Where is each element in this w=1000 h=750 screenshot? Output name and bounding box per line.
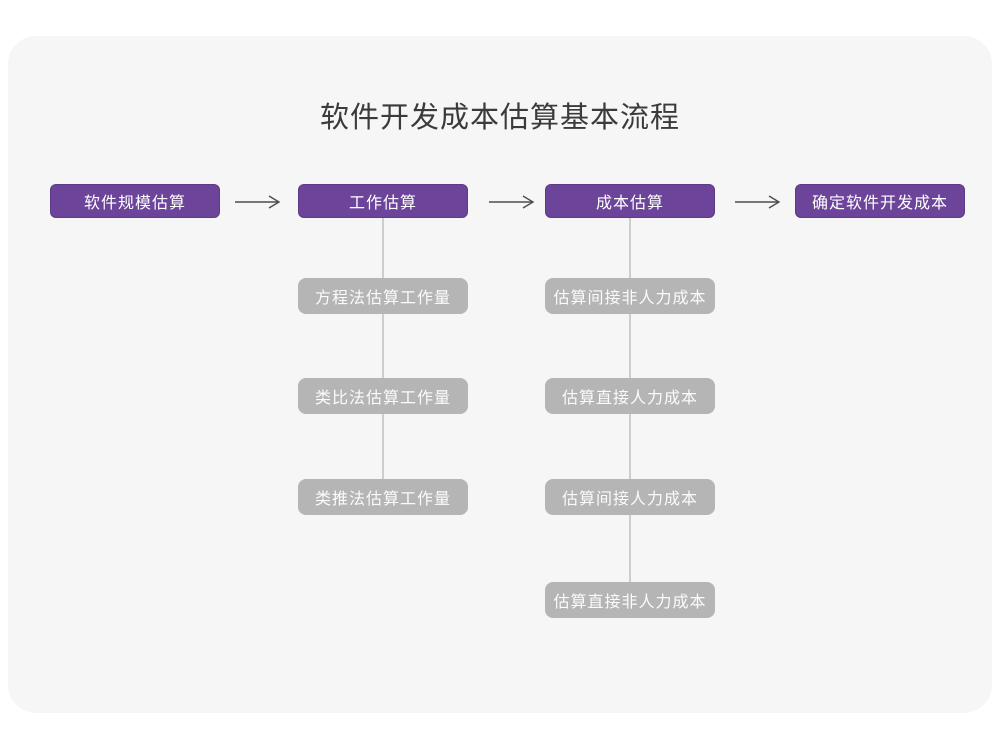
stage-box-cost-estimation[interactable]: 成本估算 [545,184,715,218]
flowchart-card: 软件开发成本估算基本流程 软件规模估算 工作估算 成本估算 确定软件开发成本 方… [8,36,992,713]
substep-box-extrapolation-method[interactable]: 类推法估算工作量 [298,479,468,515]
substep-box-direct-labor-cost[interactable]: 估算直接人力成本 [545,378,715,414]
stage-box-software-scale-estimation[interactable]: 软件规模估算 [50,184,220,218]
substep-box-equation-method[interactable]: 方程法估算工作量 [298,278,468,314]
right-arrow-icon [489,195,535,209]
diagram-title: 软件开发成本估算基本流程 [319,102,680,134]
substep-label: 估算间接非人力成本 [553,290,707,307]
stage-label: 工作估算 [348,195,417,212]
substep-box-indirect-labor-cost[interactable]: 估算间接人力成本 [545,479,715,515]
right-arrow-icon [735,195,781,209]
stage-box-work-estimation[interactable]: 工作估算 [298,184,468,218]
substep-label: 方程法估算工作量 [314,290,451,307]
substep-box-direct-nonlabor-cost[interactable]: 估算直接非人力成本 [545,582,715,618]
substep-label: 估算间接人力成本 [561,491,698,508]
stage-label: 成本估算 [595,195,664,212]
stage-label: 确定软件开发成本 [811,195,948,212]
substep-label: 估算直接非人力成本 [553,594,707,611]
stage-box-determine-development-cost[interactable]: 确定软件开发成本 [795,184,965,218]
right-arrow-icon [235,195,281,209]
substep-label: 类比法估算工作量 [314,390,451,407]
substep-label: 估算直接人力成本 [561,390,698,407]
substep-box-indirect-nonlabor-cost[interactable]: 估算间接非人力成本 [545,278,715,314]
substep-box-analogy-method[interactable]: 类比法估算工作量 [298,378,468,414]
substep-label: 类推法估算工作量 [314,491,451,508]
stage-label: 软件规模估算 [83,195,186,212]
connector-line-work-estimation [382,218,384,480]
